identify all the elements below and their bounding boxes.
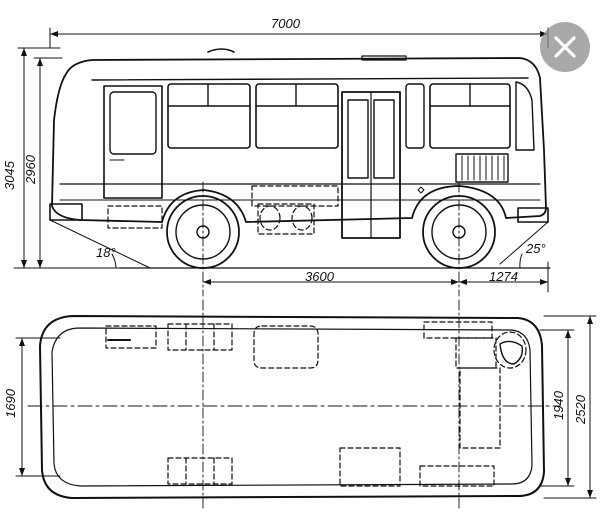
dim-overall-width: 2520 [573,395,588,424]
dim-rear-overhang: 1274 [489,269,518,284]
side-view [13,27,551,297]
dim-body-width: 1940 [551,391,566,420]
dim-length: 7000 [271,16,300,31]
close-button[interactable] [540,22,590,72]
dim-wheelbase: 3600 [305,269,334,284]
top-view [15,299,597,511]
dim-height-body: 2960 [23,155,38,184]
close-icon [554,36,576,58]
dim-departure-angle: 25° [526,241,546,256]
dim-track-width: 1690 [3,389,18,418]
dim-approach-angle: 18° [96,245,116,260]
dim-height-total: 3045 [2,161,17,190]
